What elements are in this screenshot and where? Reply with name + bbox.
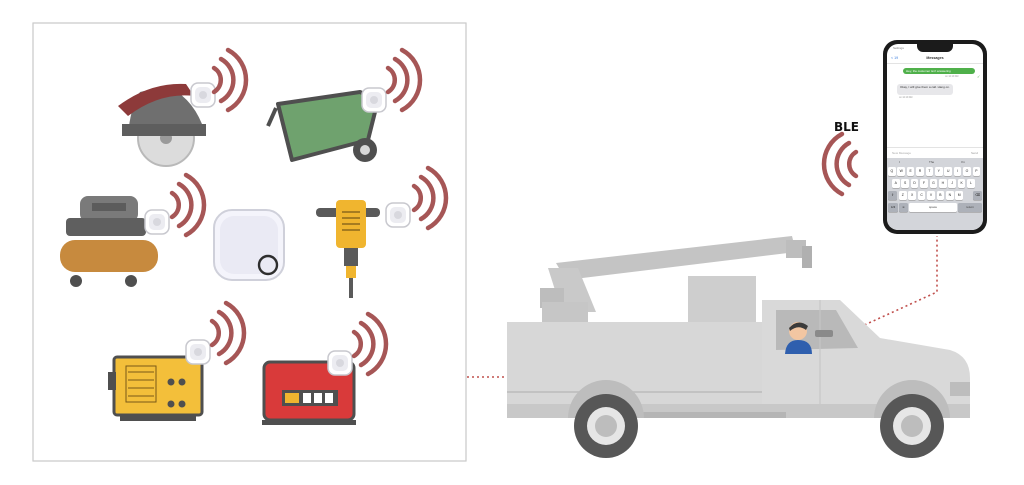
key-e[interactable]: E [906, 167, 915, 176]
key-z[interactable]: Z [899, 191, 907, 200]
bucket-truck-icon [507, 236, 970, 418]
truck-rear-wheel [574, 394, 638, 458]
key-b[interactable]: B [936, 191, 945, 200]
shift-key[interactable]: ⇧ [888, 191, 897, 200]
key-g[interactable]: G [929, 179, 938, 188]
key-w[interactable]: W [897, 167, 905, 176]
key-u[interactable]: U [944, 167, 952, 176]
phone-notch [917, 44, 953, 52]
space-key[interactable]: space [909, 203, 957, 212]
delete-key[interactable]: ⌫ [973, 191, 982, 200]
key-f[interactable]: F [920, 179, 928, 188]
key-p[interactable]: P [972, 167, 981, 176]
key-x[interactable]: X [908, 191, 916, 200]
key-n[interactable]: N [946, 191, 954, 200]
key-y[interactable]: Y [935, 167, 943, 176]
welder-generator-icon [108, 355, 204, 421]
numbers-key[interactable]: 123 [888, 203, 898, 212]
circular-saw-tag [190, 82, 216, 108]
signal-waves-icon [214, 50, 246, 110]
key-k[interactable]: K [957, 179, 966, 188]
wheelbarrow-tag [361, 87, 387, 113]
air-compressor-icon [60, 196, 158, 287]
keyboard-row: 123 ☺ space return [887, 203, 983, 213]
status-bar-back-label: Settings [893, 46, 904, 50]
key-s[interactable]: S [901, 179, 909, 188]
equipment-area-box [32, 22, 467, 462]
truck-phone-connector-line [859, 236, 938, 328]
smartphone-icon: Settings < 19 Messages Hey, the customer… [883, 40, 987, 234]
signal-waves-icon [388, 50, 420, 110]
signal-waves-icon [414, 168, 446, 228]
wheelbarrow-icon [266, 90, 380, 162]
key-t[interactable]: T [925, 167, 934, 176]
emoji-key[interactable]: ☺ [899, 203, 908, 212]
signal-waves-icon [212, 303, 244, 363]
key-l[interactable]: L [967, 179, 975, 188]
outgoing-message-time: on 12:19 AM [945, 75, 959, 78]
incoming-message-time: on 12:19 AM [899, 96, 913, 99]
compressor-tag [144, 209, 170, 235]
key-h[interactable]: H [939, 179, 947, 188]
keyboard-suggestions: I The I'm [887, 158, 983, 166]
key-q[interactable]: Q [888, 167, 896, 176]
truck-front-wheel [880, 394, 944, 458]
message-input[interactable]: New Message [892, 151, 912, 155]
ble-signal-icon [824, 134, 856, 194]
key-o[interactable]: O [963, 167, 971, 176]
circular-saw-icon [118, 83, 206, 167]
key-m[interactable]: M [955, 191, 963, 200]
back-button[interactable]: < 19 [891, 56, 899, 60]
jackhammer-tag [385, 202, 411, 228]
delivered-check-icon: ✓ [977, 74, 981, 79]
send-button[interactable]: Send [970, 151, 978, 155]
key-i[interactable]: I [953, 167, 962, 176]
key-d[interactable]: D [910, 179, 919, 188]
driver-icon [785, 322, 833, 354]
power-generator-icon [262, 360, 356, 425]
conversation-title: Messages [926, 56, 944, 60]
outgoing-message-bubble: Hey, the customer isn't answering [903, 68, 975, 74]
suggestion-item[interactable]: I [899, 160, 900, 164]
jackhammer-icon [316, 200, 380, 298]
phone-screen: Settings < 19 Messages Hey, the customer… [887, 44, 983, 230]
generator-tag [327, 350, 353, 376]
signal-waves-icon [354, 314, 386, 374]
ble-label: BLE [834, 120, 859, 134]
bluetooth-tag-icon [213, 209, 285, 281]
key-r[interactable]: R [916, 167, 924, 176]
key-c[interactable]: C [917, 191, 926, 200]
suggestion-item[interactable]: The [929, 160, 935, 164]
signal-waves-icon [172, 175, 204, 235]
welder-tag [185, 339, 211, 365]
suggestion-item[interactable]: I'm [961, 160, 965, 164]
incoming-message-bubble: Okay, I will give them a call. Hang on. [897, 84, 953, 95]
key-a[interactable]: A [892, 179, 900, 188]
key-v[interactable]: V [927, 191, 935, 200]
messages-nav-bar: < 19 Messages [887, 53, 983, 64]
return-key[interactable]: return [958, 203, 982, 212]
key-j[interactable]: J [948, 179, 956, 188]
